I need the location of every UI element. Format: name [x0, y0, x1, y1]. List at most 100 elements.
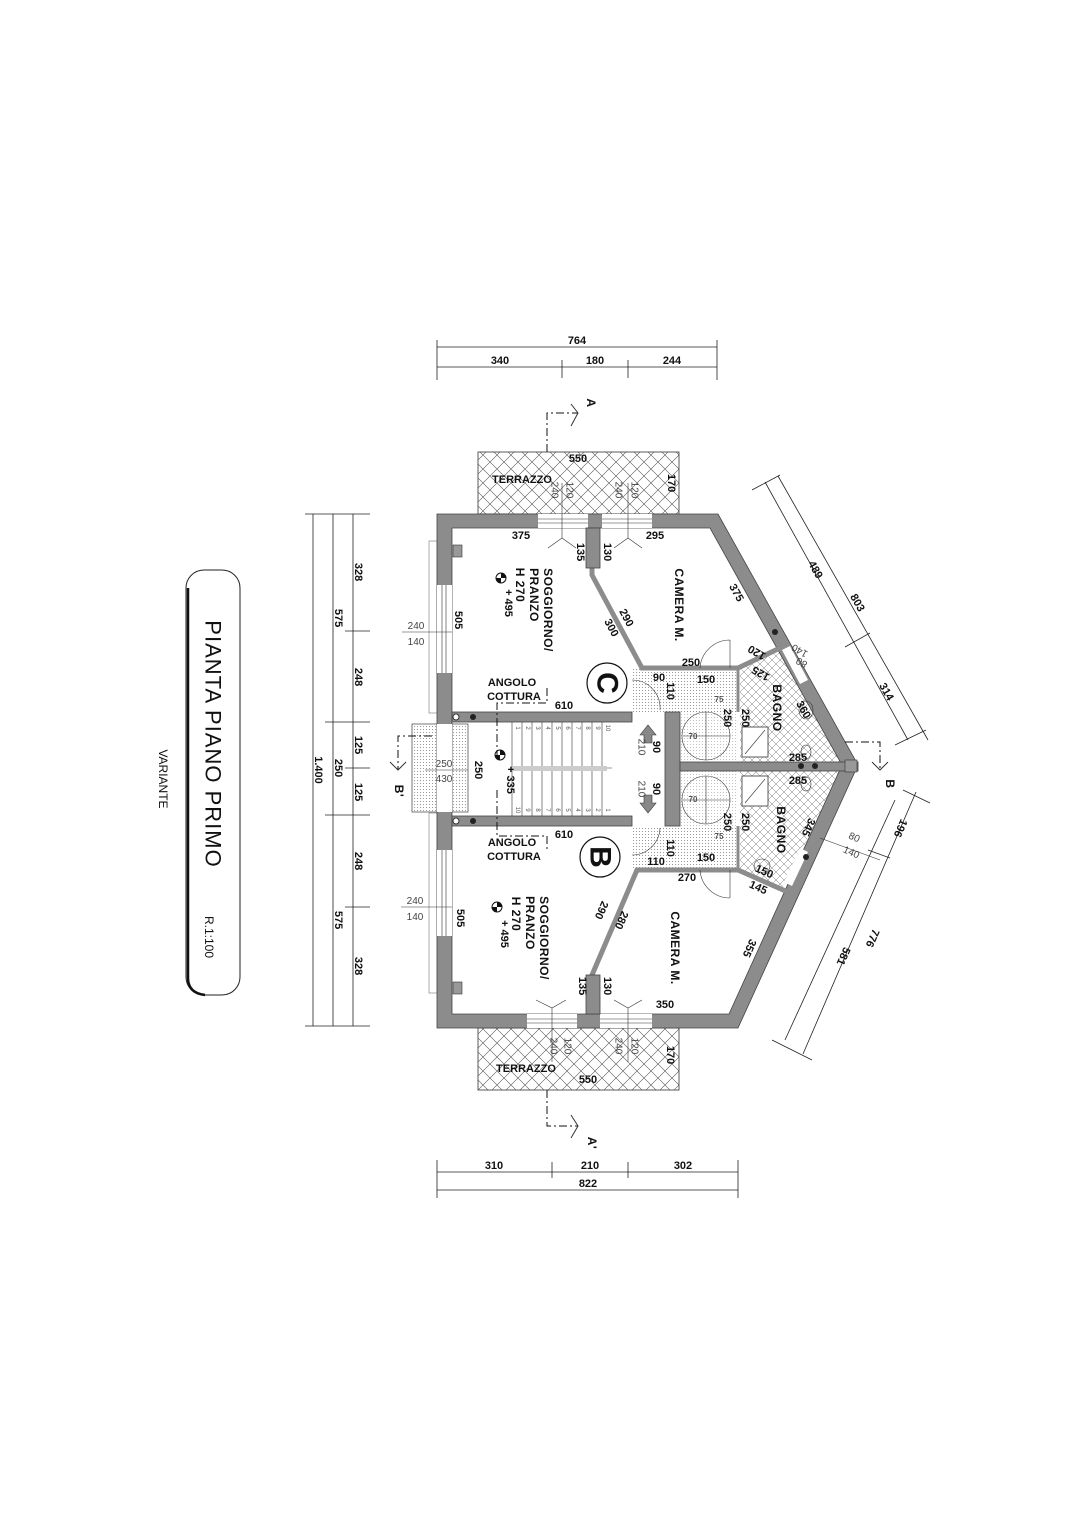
dim-label: 350	[656, 999, 674, 1011]
dim-top-part: 244	[663, 355, 682, 367]
window-opening	[437, 850, 452, 936]
balcony-door-opening	[437, 724, 452, 812]
spiral-treads	[683, 712, 730, 824]
dim-label: 295	[646, 530, 664, 542]
landing-c	[632, 668, 738, 712]
room-label: CAMERA M.	[672, 568, 686, 641]
dim-label: 75	[715, 695, 724, 704]
pipe	[812, 763, 818, 769]
window-opening	[602, 514, 652, 528]
room-height: H 270	[509, 897, 523, 932]
shower-tray-mark	[744, 729, 766, 755]
stair-step-number: 4	[544, 726, 550, 730]
dim-left-inner: 328	[352, 563, 364, 581]
stair-step-number: 1	[604, 808, 610, 812]
section-label-b2: B'	[392, 785, 406, 798]
title-frame	[185, 569, 241, 996]
window-opening	[782, 646, 808, 684]
terrace-label: TERRAZZO	[492, 474, 552, 486]
bidet	[800, 776, 812, 792]
dim-label: 505	[454, 909, 466, 927]
section-arrow-b2	[389, 761, 407, 771]
terrace-depth: 170	[665, 474, 677, 492]
dim-lines-top	[436, 340, 718, 380]
dim-diag-lower: 196	[891, 817, 909, 839]
window-opening	[437, 585, 452, 673]
room-label: PRANZO	[523, 896, 537, 950]
balcony-depth: 250	[436, 759, 453, 770]
column	[844, 759, 858, 773]
terrace-width: 550	[569, 453, 587, 465]
stair-step-number: 1	[514, 726, 520, 730]
section-line-a	[546, 412, 578, 452]
stair-step-number: 10	[514, 807, 520, 814]
room-label: SOGGIORNO/	[541, 568, 555, 652]
dim-label: 135	[576, 977, 588, 995]
dim-diag-upper: 803	[847, 592, 867, 614]
stair-step-number: 10	[604, 725, 610, 732]
dim-label: 130	[601, 977, 613, 995]
window-width: 120	[629, 1038, 640, 1055]
dim-label: 270	[678, 872, 696, 884]
dim-label: 80	[794, 654, 810, 669]
title-block: PIANTA PIANO PRIMO R.1:100 VARIANTE	[156, 569, 241, 997]
dim-label: 240	[408, 621, 425, 632]
dims-bottom: 310 210 302 822	[436, 1160, 739, 1198]
dim-diag-upper: 314	[876, 681, 896, 704]
window-width: 120	[562, 1038, 573, 1055]
dim-label: 120	[746, 642, 768, 662]
terrace-width: 550	[579, 1074, 597, 1086]
room-label: COTTURA	[487, 851, 541, 863]
dim-label: 110	[647, 856, 665, 868]
dim-label: 75	[715, 832, 724, 841]
stair-step-number: 3	[534, 726, 540, 730]
dim-label: 505	[452, 611, 464, 629]
dim-label: 250	[682, 657, 700, 669]
terrace-bottom	[477, 1027, 680, 1091]
stair-step-number: 9	[524, 808, 530, 812]
stair-step-number: 5	[564, 808, 570, 812]
dim-left-inner: 328	[352, 957, 364, 975]
door-swing	[699, 869, 731, 899]
dim-left-mid: 575	[332, 609, 344, 627]
drawing-subtitle: VARIANTE	[156, 749, 170, 808]
column	[452, 544, 463, 558]
window-leaders	[535, 999, 643, 1062]
dim-lines-diag-upper	[751, 474, 929, 746]
window-strip-bottom	[428, 812, 438, 994]
balcony-width: 430	[436, 774, 453, 785]
dim-left-inner: 248	[352, 852, 364, 870]
kitchen-wall-b	[451, 815, 633, 827]
pier-b	[585, 974, 601, 1015]
unit-b-labels: TERRAZZO 550 170 240 120 240 120 SOGGIOR…	[401, 775, 881, 1086]
dim-label: 140	[408, 637, 425, 648]
dim-diag-lower: 581	[834, 945, 852, 967]
stair-step-number: 9	[594, 726, 600, 730]
level-markers	[491, 572, 507, 913]
dim-label: 150	[697, 852, 715, 864]
kitchen-outline	[496, 688, 548, 758]
section-label-a2: A'	[585, 1137, 599, 1150]
dim-label: 210	[636, 739, 647, 756]
dim-label: 135	[574, 543, 586, 561]
dim-label: 285	[789, 775, 807, 787]
stair-step-number: 7	[574, 726, 580, 730]
room-level: + 495	[502, 589, 514, 617]
dim-diag-lower: 776	[863, 927, 881, 949]
dim-lines-left	[305, 513, 370, 1027]
stair-step-number: 8	[584, 726, 590, 730]
dim-label: 240	[407, 896, 424, 907]
dim-label: 110	[664, 682, 676, 700]
door-swing	[699, 639, 731, 669]
dim-label: 210	[636, 781, 647, 798]
section-line-b2	[397, 735, 432, 770]
room-height: H 270	[513, 568, 527, 603]
section-line-a2	[546, 1090, 578, 1127]
window-height: 240	[549, 482, 560, 499]
dims-left: 1.400 575 250 575 328 248 125 125 248 32…	[305, 513, 370, 1027]
party-wall	[679, 761, 859, 772]
stair-step-number: 6	[554, 808, 560, 812]
dim-label: 90	[650, 783, 662, 795]
dim-label: 250	[739, 813, 751, 831]
